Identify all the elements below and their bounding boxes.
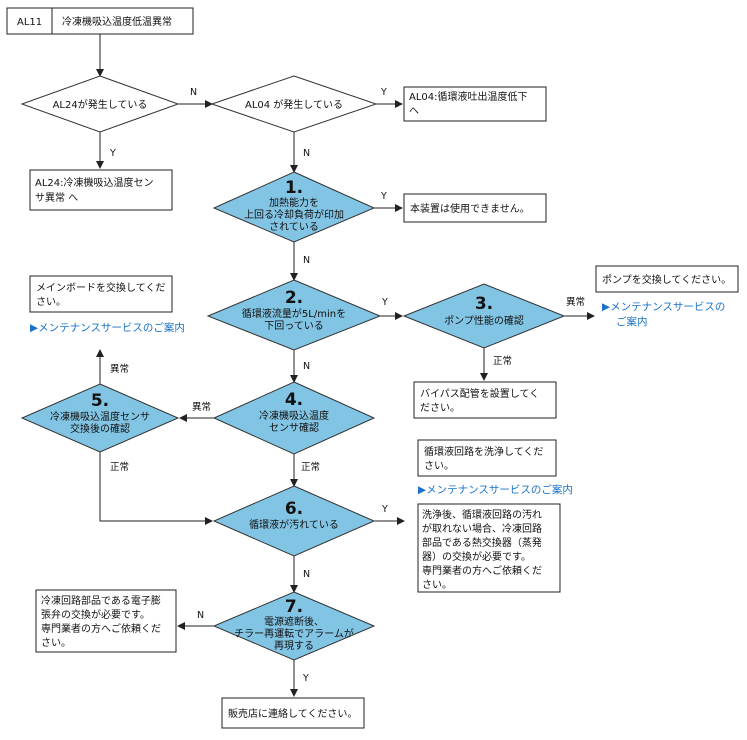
decision-7-line-2: チラー再運転でアラームが — [234, 627, 354, 640]
label-y-al24: Y — [109, 148, 116, 159]
box-wash: 循環液回路を洗浄してくだ さい。 — [417, 439, 557, 477]
box-hx-line-4: 器）の交換が必要です。 — [422, 550, 531, 563]
decision-3: 3. ポンプ性能の確認 — [402, 283, 566, 349]
box-hx-line-1: 洗浄後、循環液回路の汚れ — [422, 508, 542, 521]
decision-7: 7. 電源遮断後、 チラー再運転でアラームが 再現する — [212, 591, 376, 661]
box-hx-line-5: 専門業者の方へご依頼くだ — [422, 564, 542, 577]
box-pump-replace-text: ポンプを交換してください。 — [602, 273, 731, 286]
label-y-d2: Y — [381, 297, 388, 308]
label-abnormal-d5: 異常 — [110, 363, 129, 375]
decision-3-line-1: ポンプ性能の確認 — [444, 314, 524, 327]
flow-connectors — [96, 34, 595, 697]
label-normal-d4: 正常 — [301, 461, 320, 473]
label-y-d1: Y — [380, 191, 387, 202]
box-wash-line-1: 循環液回路を洗浄してくだ — [424, 445, 543, 458]
decision-4-number: 4. — [285, 390, 303, 410]
label-n-d7: N — [197, 610, 204, 621]
decision-al04-text: AL04 が発生している — [245, 98, 343, 111]
decision-1-line-2: 上回る冷却負荷が印加 — [244, 208, 344, 221]
label-y-al04: Y — [380, 87, 387, 98]
alarm-title: 冷凍機吸込温度低温異常 — [62, 15, 172, 28]
label-abnormal-d4: 異常 — [192, 401, 211, 413]
link-service-left[interactable]: ▶メンテナンスサービスのご案内 — [30, 321, 185, 334]
box-expansion-valve: 冷凍回路部品である電子膨 張弁の交換が必要です。 専門業者の方へご依頼くだ さい… — [35, 589, 177, 653]
decision-5-number: 5. — [91, 391, 109, 411]
box-valve-line-2: 張弁の交換が必要です。 — [41, 608, 150, 621]
box-mainboard-line-1: メインボードを交換してくだ — [36, 281, 165, 294]
box-pump-replace: ポンプを交換してください。 — [595, 265, 739, 293]
decision-4: 4. 冷凍機吸込温度 センサ確認 — [212, 381, 376, 455]
decision-1-line-1: 加熱能力を — [269, 196, 319, 209]
box-mainboard-line-2: さい。 — [36, 296, 66, 308]
decision-1-line-3: されている — [269, 221, 319, 233]
link-service-right-1[interactable]: ▶メンテナンスサービスの — [602, 301, 725, 313]
decision-4-line-1: 冷凍機吸込温度 — [259, 409, 329, 422]
box-hx-line-2: が取れない場合、冷凍回路 — [422, 522, 542, 535]
box-hx-line-3: 部品である熱交換器（蒸発 — [422, 536, 542, 549]
box-hx-line-6: さい。 — [422, 579, 452, 591]
label-n-al24: N — [190, 87, 197, 98]
decision-7-number: 7. — [285, 597, 303, 617]
decision-al24: AL24が発生している — [20, 75, 180, 133]
box-al04-low-temp: AL04:循環液吐出温度低下 へ — [403, 86, 547, 122]
box-contact-dealer: 販売店に連絡してください。 — [221, 697, 365, 729]
box-bypass: バイパス配管を設置してく ださい。 — [413, 381, 557, 419]
label-n-al04: N — [303, 148, 310, 159]
box-valve-line-1: 冷凍回路部品である電子膨 — [41, 594, 161, 607]
decision-5-line-2: 交換後の確認 — [70, 422, 130, 435]
decision-6-line-1: 循環液が汚れている — [249, 518, 339, 531]
box-valve-line-4: さい。 — [41, 637, 71, 649]
label-n-d2: N — [303, 361, 310, 372]
box-al24-line-2: サ異常 へ — [35, 191, 78, 204]
decision-3-number: 3. — [475, 294, 493, 314]
decision-7-line-3: 再現する — [274, 640, 314, 652]
decision-1: 1. 加熱能力を 上回る冷却負荷が印加 されている — [212, 171, 376, 243]
decision-2-line-2: 下回っている — [264, 320, 324, 332]
decision-2-line-1: 循環液流量が5L/minを — [242, 307, 346, 320]
label-n-d6: N — [303, 569, 310, 580]
box-valve-line-3: 専門業者の方へご依頼くだ — [41, 622, 161, 635]
decision-1-number: 1. — [285, 178, 303, 198]
box-al04-line-2: へ — [409, 106, 419, 117]
box-al24-line-1: AL24:冷凍機吸込温度セン — [35, 176, 154, 189]
box-wash-line-2: さい。 — [424, 460, 454, 472]
box-unusable-text: 本装置は使用できません。 — [410, 202, 530, 215]
alarm-code: AL11 — [17, 17, 42, 28]
decision-6-number: 6. — [285, 499, 303, 519]
box-heat-exchanger: 洗浄後、循環液回路の汚れ が取れない場合、冷凍回路 部品である熱交換器（蒸発 器… — [417, 503, 561, 593]
decision-al24-text: AL24が発生している — [53, 98, 148, 111]
decision-7-line-1: 電源遮断後、 — [264, 615, 324, 628]
label-y-d6: Y — [381, 504, 388, 515]
link-service-mid[interactable]: ▶メンテナンスサービスのご案内 — [418, 483, 573, 496]
decision-5-line-1: 冷凍機吸込温度センサ — [50, 410, 150, 423]
label-normal-d3: 正常 — [493, 355, 512, 367]
label-normal-d5: 正常 — [110, 461, 129, 473]
link-service-right-2[interactable]: ご案内 — [616, 315, 648, 328]
box-mainboard: メインボードを交換してくだ さい。 — [29, 275, 173, 313]
box-al04-line-1: AL04:循環液吐出温度低下 — [409, 90, 528, 103]
label-y-d7: Y — [302, 673, 309, 684]
box-al24-sensor: AL24:冷凍機吸込温度セン サ異常 へ — [29, 169, 173, 211]
decision-4-line-2: センサ確認 — [269, 421, 319, 434]
decision-5: 5. 冷凍機吸込温度センサ 交換後の確認 — [20, 383, 180, 453]
decision-2: 2. 循環液流量が5L/minを 下回っている — [206, 279, 382, 351]
decision-6: 6. 循環液が汚れている — [212, 485, 376, 557]
label-n-d1: N — [303, 255, 310, 266]
box-unusable: 本装置は使用できません。 — [403, 193, 547, 223]
decision-al04: AL04 が発生している — [210, 75, 378, 133]
alarm-header-box — [6, 7, 194, 35]
box-contact-text: 販売店に連絡してください。 — [228, 707, 357, 720]
box-bypass-line-1: バイパス配管を設置してく — [420, 387, 539, 400]
decision-2-number: 2. — [285, 288, 303, 308]
label-abnormal-d3: 異常 — [566, 296, 585, 308]
box-bypass-line-2: ださい。 — [420, 402, 460, 414]
